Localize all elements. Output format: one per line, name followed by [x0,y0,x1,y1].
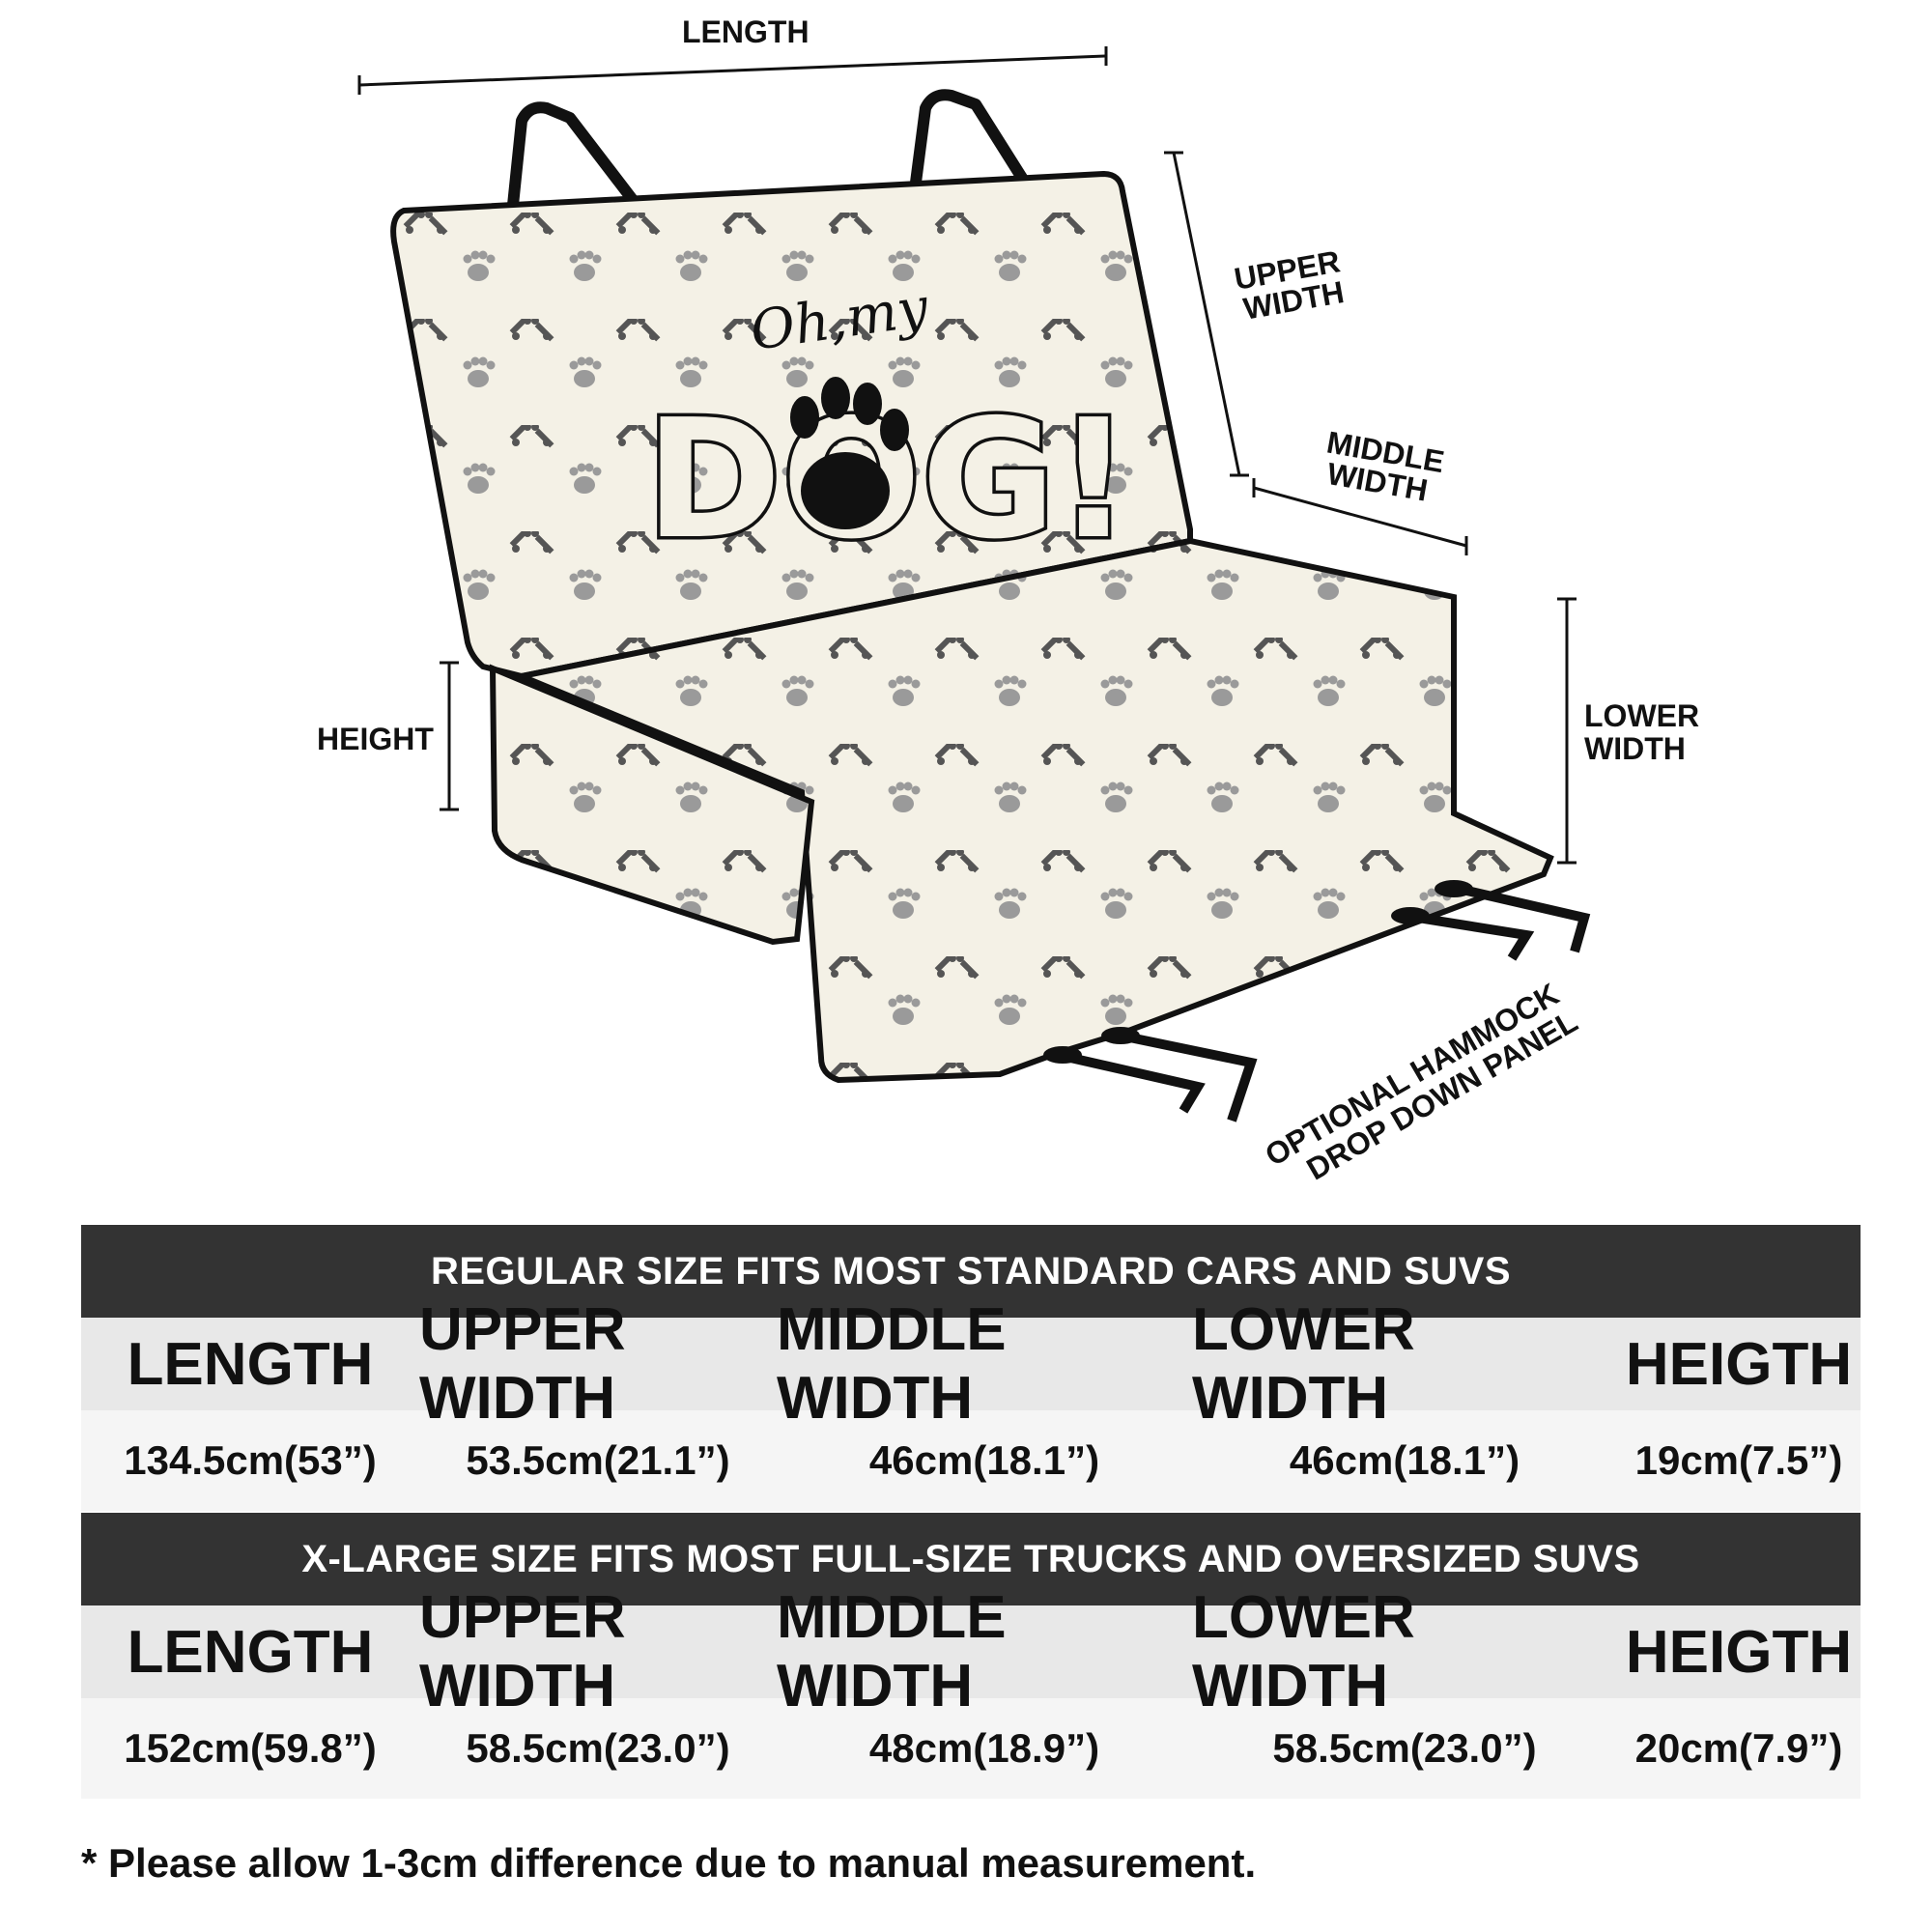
header-height: HEIGTH [1625,1330,1853,1398]
table-header-row: LENGTH UPPER WIDTH MIDDLE WIDTH LOWER WI… [81,1296,1861,1432]
value-height: 20cm(7.9”) [1634,1725,1843,1771]
header-height: HEIGTH [1625,1618,1853,1686]
value-length: 134.5cm(53”) [124,1437,377,1483]
hammock-straps [1056,884,1591,1122]
length-label: LENGTH [682,14,810,49]
header-upper-width: UPPER WIDTH [419,1296,626,1432]
height-label: HEIGHT [317,722,434,756]
seat-panel [511,537,1554,1084]
header-middle-width: MIDDLE WIDTH [777,1584,1007,1719]
headrest-straps [506,89,1037,216]
value-lower-width: 46cm(18.1”) [1289,1437,1520,1483]
paw-print-icon [790,377,909,529]
xlarge-size-title: X-LARGE SIZE FITS MOST FULL-SIZE TRUCKS … [81,1513,1861,1605]
lower-width-label-line1: LOWER [1584,698,1699,733]
regular-size-title: REGULAR SIZE FITS MOST STANDARD CARS AND… [81,1225,1861,1318]
xlarge-size-table: X-LARGE SIZE FITS MOST FULL-SIZE TRUCKS … [81,1513,1861,1799]
header-lower-width: LOWER WIDTH [1192,1584,1415,1719]
value-lower-width: 58.5cm(23.0”) [1272,1725,1537,1771]
lower-width-label-line2: WIDTH [1584,731,1686,766]
value-upper-width: 58.5cm(23.0”) [466,1725,730,1771]
value-height: 19cm(7.5”) [1634,1437,1843,1483]
value-length: 152cm(59.8”) [124,1725,377,1771]
header-upper-width: UPPER WIDTH [419,1584,626,1719]
table-header-row: LENGTH UPPER WIDTH MIDDLE WIDTH LOWER WI… [81,1584,1861,1719]
header-middle-width: MIDDLE WIDTH [777,1296,1007,1432]
measurement-note: * Please allow 1-3cm difference due to m… [81,1840,1257,1886]
seat-cover-diagram: LENGTH UPPER WIDTH MIDDLE WIDTH LOWER WI… [317,14,1699,1187]
dimension-lines [357,46,1577,865]
regular-size-table: REGULAR SIZE FITS MOST STANDARD CARS AND… [81,1225,1861,1511]
hammock-label-line1: OPTIONAL HAMMOCK [1260,977,1565,1173]
table-row: 152cm(59.8”) 58.5cm(23.0”) 48cm(18.9”) 5… [81,1698,1861,1799]
side-flap-panel [489,664,815,946]
header-length: LENGTH [127,1330,374,1398]
value-middle-width: 46cm(18.1”) [868,1437,1100,1483]
header-lower-width: LOWER WIDTH [1192,1296,1415,1432]
table-row: 134.5cm(53”) 53.5cm(21.1”) 46cm(18.1”) 4… [81,1410,1861,1511]
value-upper-width: 53.5cm(21.1”) [466,1437,730,1483]
header-length: LENGTH [127,1618,374,1686]
value-middle-width: 48cm(18.9”) [868,1725,1100,1771]
